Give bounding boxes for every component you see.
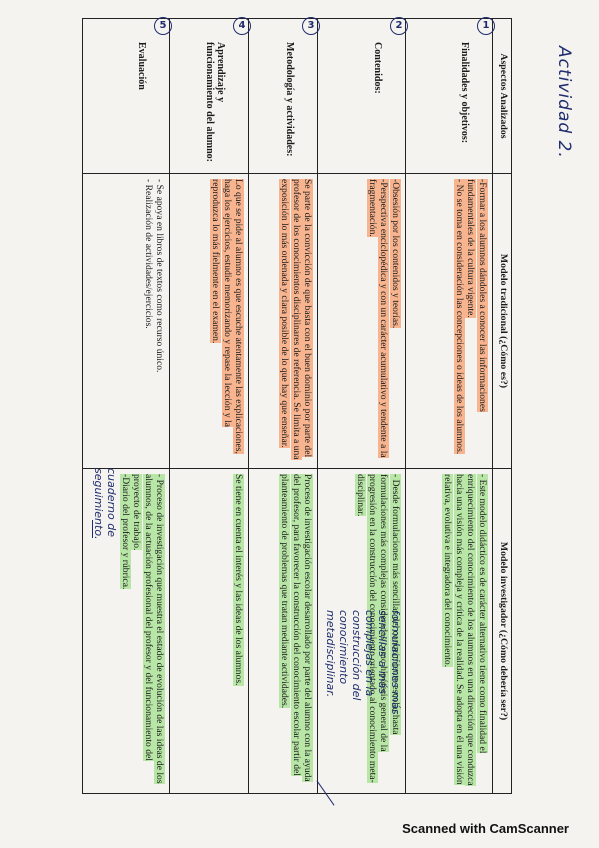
traditional-text: Lo que se pide al alumno es que escuche … bbox=[210, 179, 245, 454]
investigative-cell: - Este modelo didáctico es de carácter a… bbox=[405, 468, 493, 794]
traditional-text: -Obsesión por los contenidos y teorías. … bbox=[366, 179, 401, 458]
scanner-footer: Scanned with CamScanner bbox=[402, 821, 569, 836]
traditional-cell: - Se apoya en libros de textos como recu… bbox=[82, 173, 170, 469]
header-aspects: Aspectos Analizados bbox=[492, 18, 512, 174]
aspect-label: Evaluación bbox=[136, 42, 148, 90]
row-number-circle: 5 bbox=[154, 17, 173, 35]
traditional-text: Se parte de la convicción de que basta c… bbox=[279, 179, 314, 460]
header-investigative: Modelo investigador (¿Cómo debería ser?) bbox=[492, 468, 512, 794]
investigative-text: Se tiene en cuenta el interés y las idea… bbox=[233, 474, 245, 686]
handwritten-note-left: cuaderno de seguimiento. bbox=[92, 468, 118, 540]
handwritten-title: Actividad 2. bbox=[554, 46, 574, 159]
row-number-circle: 3 bbox=[302, 17, 321, 35]
header-traditional: Modelo tradicional (¿Cómo es?) bbox=[492, 173, 512, 469]
traditional-text: -Formar a los alumnos dándoles a conocer… bbox=[453, 179, 488, 455]
investigative-text: Proceso de investigación escolar desarro… bbox=[279, 474, 314, 782]
table-row: 3 Metodología y actividades: Se parte de… bbox=[248, 17, 321, 794]
row-number-circle: 4 bbox=[233, 17, 252, 35]
table-row: 1 Finalidades y objetivos: -Formar a los… bbox=[405, 17, 495, 794]
investigative-text: - Proceso de investigación que muestra e… bbox=[119, 474, 166, 784]
investigative-cell: Se tiene en cuenta el interés y las idea… bbox=[169, 468, 249, 794]
aspect-cell: 4 Aprendizaje y funcionamiento del alumn… bbox=[169, 17, 252, 174]
aspect-label: Metodología y actividades: bbox=[284, 42, 296, 157]
note-arrow-left bbox=[92, 520, 93, 538]
handwritten-note-right: formulaciones más sencillas a más comple… bbox=[324, 610, 402, 715]
aspect-cell: 1 Finalidades y objetivos: bbox=[405, 17, 495, 174]
table-row: 4 Aprendizaje y funcionamiento del alumn… bbox=[169, 17, 252, 794]
traditional-cell: -Formar a los alumnos dándoles a conocer… bbox=[405, 173, 493, 469]
investigative-text: - Este modelo didáctico es de carácter a… bbox=[442, 474, 488, 786]
investigative-cell: Proceso de investigación escolar desarro… bbox=[248, 468, 318, 794]
traditional-text: - Se apoya en libros de textos como recu… bbox=[142, 179, 166, 373]
aspect-cell: 3 Metodología y actividades: bbox=[248, 17, 321, 174]
table-row: 5 Evaluación - Se apoya en libros de tex… bbox=[82, 17, 173, 794]
aspect-label: Aprendizaje y funcionamiento del alumno: bbox=[203, 42, 227, 163]
row-number-circle: 2 bbox=[389, 17, 408, 35]
row-number-circle: 1 bbox=[477, 17, 495, 35]
comparison-table: Aspectos Analizados Modelo tradicional (… bbox=[82, 17, 512, 794]
aspect-label: Finalidades y objetivos: bbox=[459, 42, 470, 144]
rotated-table-container: Aspectos Analizados Modelo tradicional (… bbox=[82, 17, 512, 794]
aspect-cell: 2 Contenidos: bbox=[317, 17, 408, 174]
traditional-cell: -Obsesión por los contenidos y teorías. … bbox=[317, 173, 406, 469]
traditional-cell: Lo que se pide al alumno es que escuche … bbox=[169, 173, 249, 469]
aspect-label: Contenidos: bbox=[371, 42, 383, 94]
table-header-row: Aspectos Analizados Modelo tradicional (… bbox=[492, 18, 512, 794]
traditional-cell: Se parte de la convicción de que basta c… bbox=[248, 173, 318, 469]
aspect-cell: 5 Evaluación bbox=[82, 17, 173, 174]
